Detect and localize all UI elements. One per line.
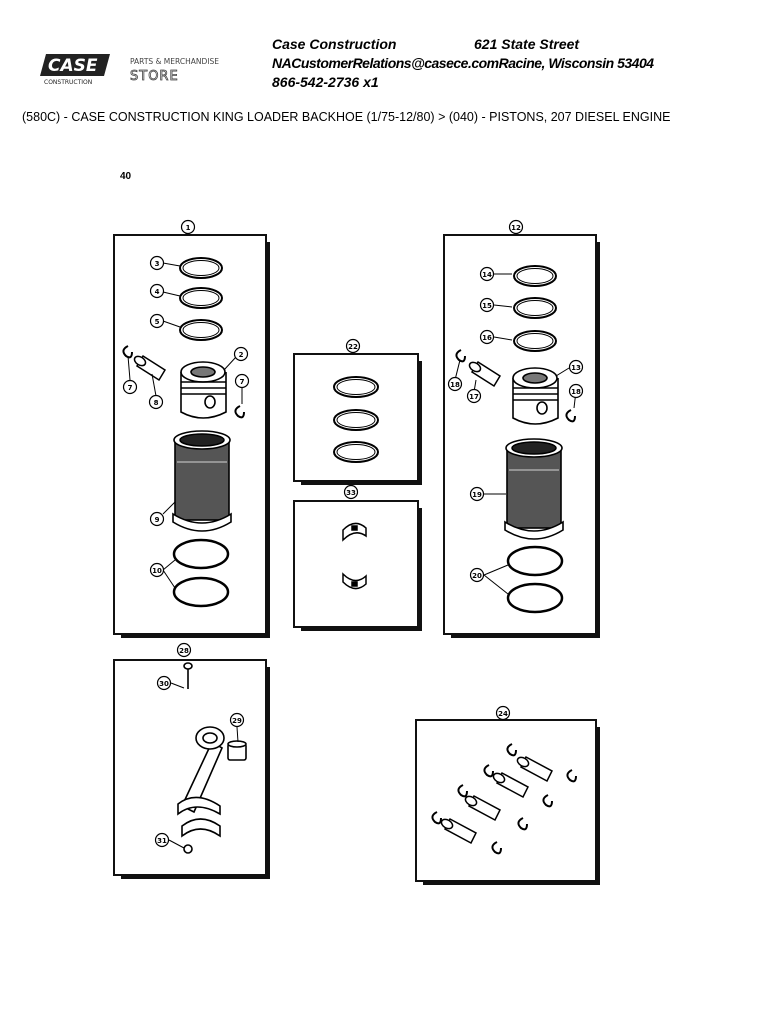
svg-text:16: 16 (482, 334, 492, 342)
svg-text:14: 14 (482, 271, 492, 279)
callout-14: 14 (479, 266, 495, 282)
svg-text:5: 5 (155, 318, 160, 326)
svg-text:7: 7 (128, 384, 133, 392)
callout-16: 16 (479, 329, 495, 345)
store-line1: PARTS & MERCHANDISE (130, 57, 219, 66)
store-line2: STORE (130, 69, 179, 84)
callout-22: 22 (345, 338, 361, 354)
street-address: 621 State Street (474, 36, 580, 52)
company-name: Case Construction (272, 36, 397, 52)
callout-17: 17 (466, 388, 482, 404)
svg-text:2: 2 (239, 351, 244, 359)
callout-2: 2 (233, 346, 249, 362)
svg-text:20: 20 (472, 572, 482, 580)
svg-text:29: 29 (232, 717, 242, 725)
phone-number: 866-542-2736 x1 (272, 74, 379, 90)
svg-text:3: 3 (155, 260, 160, 268)
svg-text:9: 9 (155, 516, 160, 524)
panel-bearing-33 (293, 500, 422, 631)
callout-12: 12 (508, 219, 524, 235)
svg-text:4: 4 (155, 288, 160, 296)
svg-text:15: 15 (482, 302, 492, 310)
case-store-logo: CASE CONSTRUCTION PARTS & MERCHANDISE ST… (40, 54, 219, 86)
svg-text:12: 12 (511, 224, 521, 232)
svg-text:13: 13 (571, 364, 581, 372)
callout-5: 5 (149, 313, 165, 329)
svg-text:28: 28 (179, 647, 189, 655)
svg-text:8: 8 (154, 399, 159, 407)
callout-24: 24 (495, 705, 511, 721)
svg-text:30: 30 (159, 680, 169, 688)
svg-text:22: 22 (348, 343, 358, 351)
email-city: NACustomerRelations@casece.comRacine, Wi… (272, 55, 654, 71)
callout-30: 30 (156, 675, 172, 691)
callout-20: 20 (469, 567, 485, 583)
callout-7a: 7 (122, 379, 138, 395)
callout-3: 3 (149, 255, 165, 271)
callout-28: 28 (176, 642, 192, 658)
panel-connecting-rod-28 (113, 659, 270, 879)
svg-text:31: 31 (157, 837, 167, 845)
svg-text:24: 24 (498, 710, 508, 718)
svg-text:19: 19 (472, 491, 482, 499)
callout-18a: 18 (447, 376, 463, 392)
callout-18b: 18 (568, 383, 584, 399)
callout-1: 1 (180, 219, 196, 235)
callout-8: 8 (148, 394, 164, 410)
panel-pin-kit-24 (415, 719, 600, 885)
callout-19: 19 (469, 486, 485, 502)
svg-text:18: 18 (450, 381, 460, 389)
diagram-page-number: 40 (120, 171, 132, 182)
callout-4: 4 (149, 283, 165, 299)
svg-text:33: 33 (346, 489, 356, 497)
breadcrumb: (580C) - CASE CONSTRUCTION KING LOADER B… (22, 110, 671, 124)
callout-29: 29 (229, 712, 245, 728)
callout-9: 9 (149, 511, 165, 527)
callout-7b: 7 (234, 373, 250, 389)
callout-15: 15 (479, 297, 495, 313)
svg-text:17: 17 (469, 393, 479, 401)
callout-10: 10 (149, 562, 165, 578)
svg-text:7: 7 (240, 378, 245, 386)
case-brand-sub: CONSTRUCTION (44, 79, 92, 86)
callout-33: 33 (343, 484, 359, 500)
panel-ring-set-22 (293, 353, 422, 485)
svg-text:18: 18 (571, 388, 581, 396)
callout-31: 31 (154, 832, 170, 848)
callout-13: 13 (568, 359, 584, 375)
case-brand-text: CASE (48, 56, 98, 76)
panel-piston-kit-1 (113, 234, 270, 638)
svg-text:10: 10 (152, 567, 162, 575)
panel-piston-kit-12 (443, 234, 600, 638)
svg-text:1: 1 (186, 224, 191, 232)
